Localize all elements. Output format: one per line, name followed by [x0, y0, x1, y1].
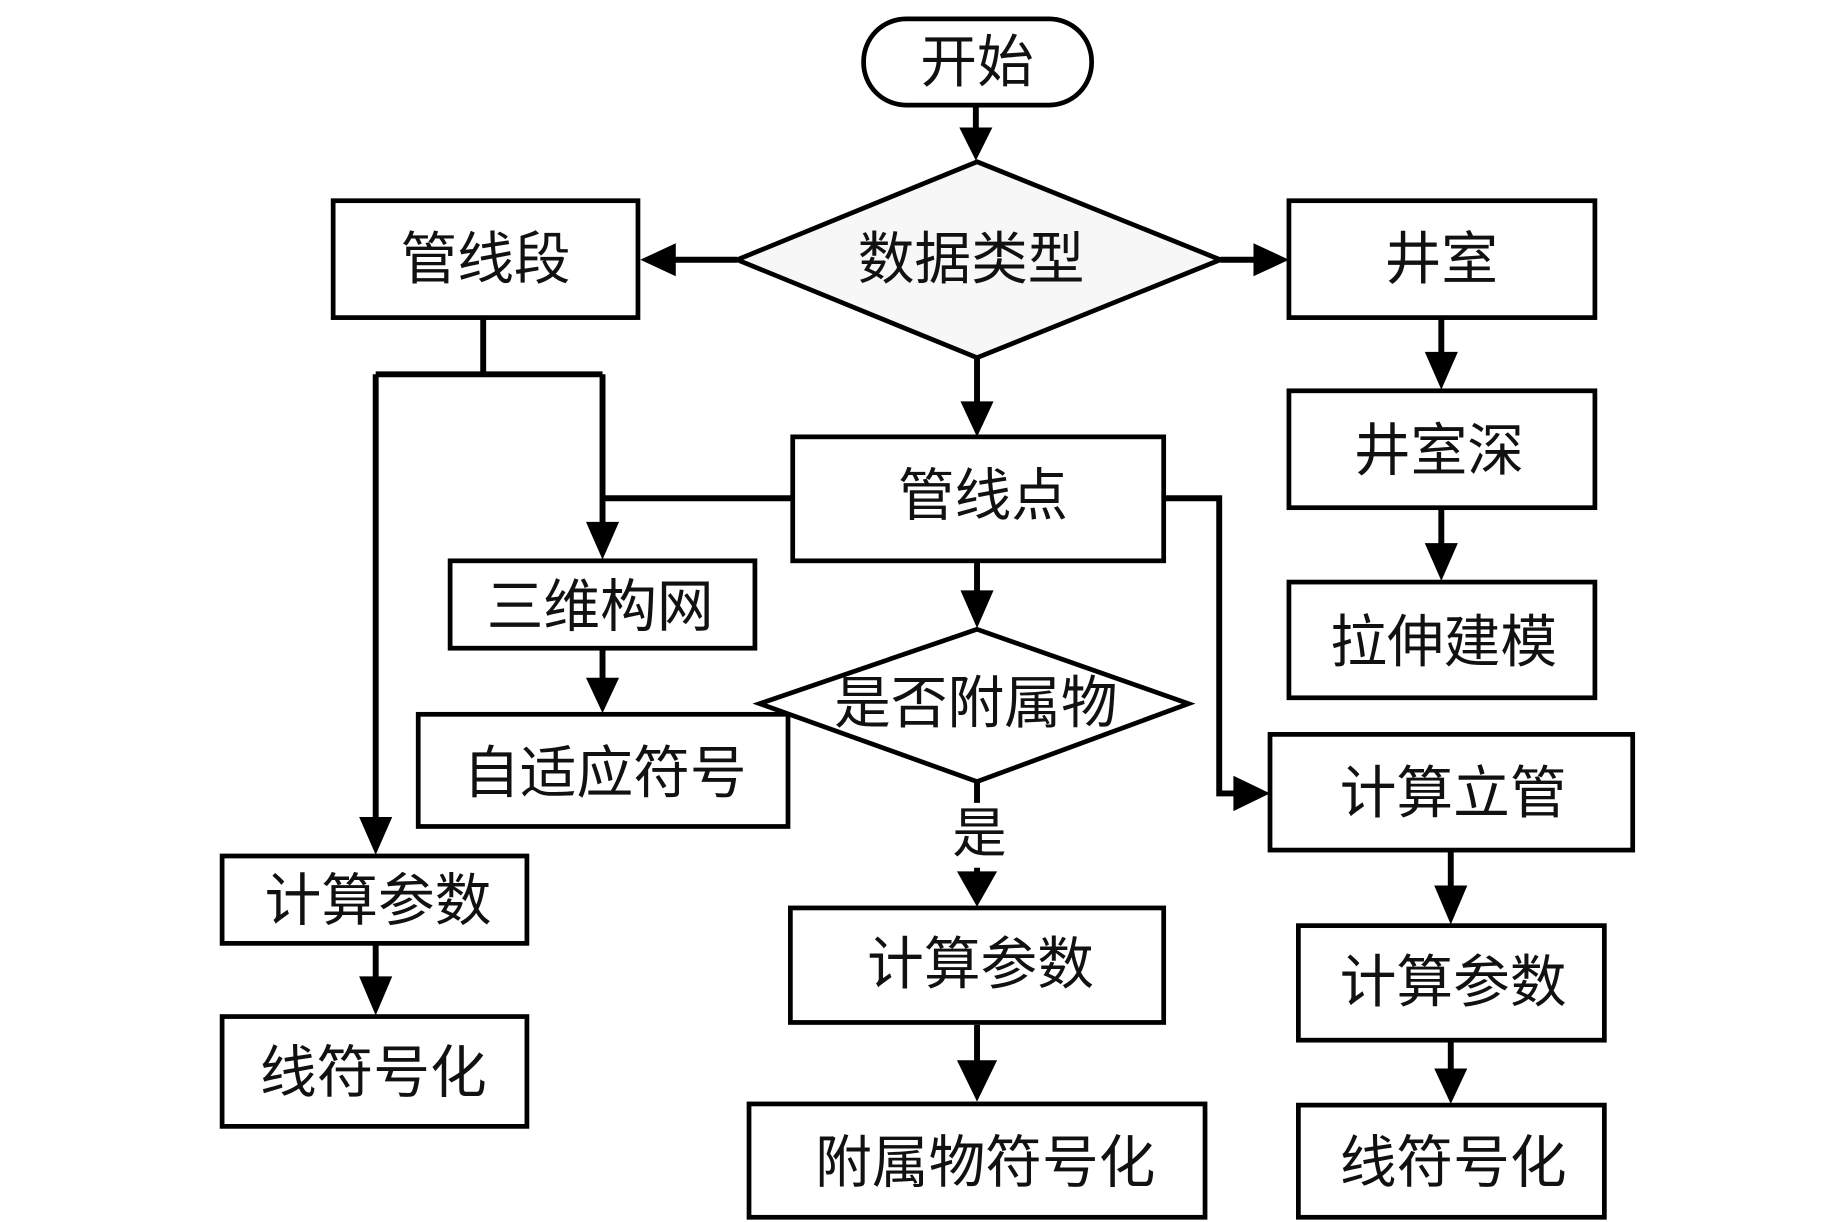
calc-riser-label: 计算立管	[1340, 760, 1567, 826]
is-attachment-label: 是否附属物	[834, 671, 1118, 737]
edge-pipe-segment-bracket	[375, 318, 603, 378]
arrowhead-mesh	[585, 521, 620, 560]
arrowhead-attachment-symbolize	[956, 1060, 998, 1102]
attachment-symbolize-box	[746, 1101, 1208, 1220]
arrowhead-adaptive	[585, 677, 620, 714]
calc-params-right-label: 计算参数	[1340, 949, 1567, 1015]
node-line-symbolize-left: 线符号化	[219, 1014, 530, 1129]
node-adaptive-symbol: 自适应符号	[415, 711, 791, 829]
arrowhead-line-left	[359, 976, 393, 1016]
node-line-symbolize-right: 线符号化	[1296, 1102, 1607, 1220]
arrowhead-pipe-segment	[640, 243, 676, 277]
pipe-point-box	[790, 434, 1167, 564]
adaptive-symbol-label: 自适应符号	[463, 740, 747, 806]
arrowhead-extrude	[1424, 543, 1458, 581]
start-label: 开始	[920, 30, 1033, 96]
mesh-3d-label: 三维构网	[487, 574, 714, 640]
node-extrude-model: 拉伸建模	[1286, 579, 1598, 701]
line-symbolize-left-label: 线符号化	[260, 1040, 487, 1106]
is-attachment-decision-shape	[752, 626, 1196, 785]
calc-params-right-box	[1296, 923, 1607, 1043]
node-pipe-point: 管线点	[790, 434, 1167, 564]
node-calc-riser: 计算立管	[1267, 732, 1636, 853]
arrowhead-line-right	[1434, 1068, 1468, 1104]
node-is-attachment: 是否附属物	[752, 626, 1196, 785]
arrowhead-calc-riser	[1233, 775, 1271, 812]
edge-label-yes: 是	[952, 802, 1006, 865]
pipe-segment-label: 管线段	[400, 227, 570, 293]
calc-params-mid-label: 计算参数	[867, 932, 1094, 998]
well-room-box	[1286, 198, 1598, 320]
arrowhead-calc-right	[1434, 885, 1468, 925]
arrowhead-well-room	[1253, 243, 1289, 277]
node-attachment-symbolize: 附属物符号化	[746, 1101, 1208, 1220]
pipe-segment-box	[330, 198, 641, 320]
extrude-model-label: 拉伸建模	[1330, 609, 1557, 675]
calc-params-left-box	[219, 853, 530, 946]
node-calc-params-mid: 计算参数	[788, 905, 1167, 1025]
node-calc-params-right: 计算参数	[1296, 923, 1607, 1043]
attachment-symbolize-label: 附属物符号化	[815, 1130, 1155, 1196]
well-depth-label: 井室深	[1354, 418, 1524, 484]
extrude-model-box	[1286, 579, 1598, 701]
arrowhead-is-attachment	[960, 590, 994, 629]
node-well-room: 井室	[1286, 198, 1598, 320]
data-type-label: 数据类型	[858, 227, 1085, 293]
arrowhead-calc-left	[359, 817, 393, 855]
node-mesh-3d: 三维构网	[447, 558, 758, 651]
edge-pipe-point-to-calc-riser	[1163, 495, 1241, 797]
node-pipe-segment: 管线段	[330, 198, 641, 320]
data-type-decision-shape	[730, 159, 1227, 361]
node-start: 开始	[861, 16, 1094, 108]
calc-riser-box	[1267, 732, 1636, 853]
calc-params-left-label: 计算参数	[265, 868, 492, 934]
adaptive-symbol-box	[415, 711, 791, 829]
start-terminator-shape	[861, 16, 1094, 108]
arrowhead-well-depth	[1424, 351, 1458, 390]
line-symbolize-right-label: 线符号化	[1340, 1130, 1567, 1196]
mesh-3d-box	[447, 558, 758, 651]
arrowhead-pipe-point	[960, 401, 994, 437]
edges: 是	[359, 106, 1468, 1104]
arrowhead-calc-mid	[956, 871, 998, 907]
well-room-label: 井室	[1385, 227, 1498, 293]
node-well-depth: 井室深	[1286, 388, 1598, 511]
line-symbolize-right-box	[1296, 1102, 1607, 1220]
calc-params-mid-box	[788, 905, 1167, 1025]
arrowhead-data-type	[959, 127, 993, 161]
pipe-point-label: 管线点	[898, 463, 1068, 529]
well-depth-box	[1286, 388, 1598, 511]
line-symbolize-left-box	[219, 1014, 530, 1129]
node-calc-params-left: 计算参数	[219, 853, 530, 946]
node-data-type: 数据类型	[730, 159, 1227, 361]
